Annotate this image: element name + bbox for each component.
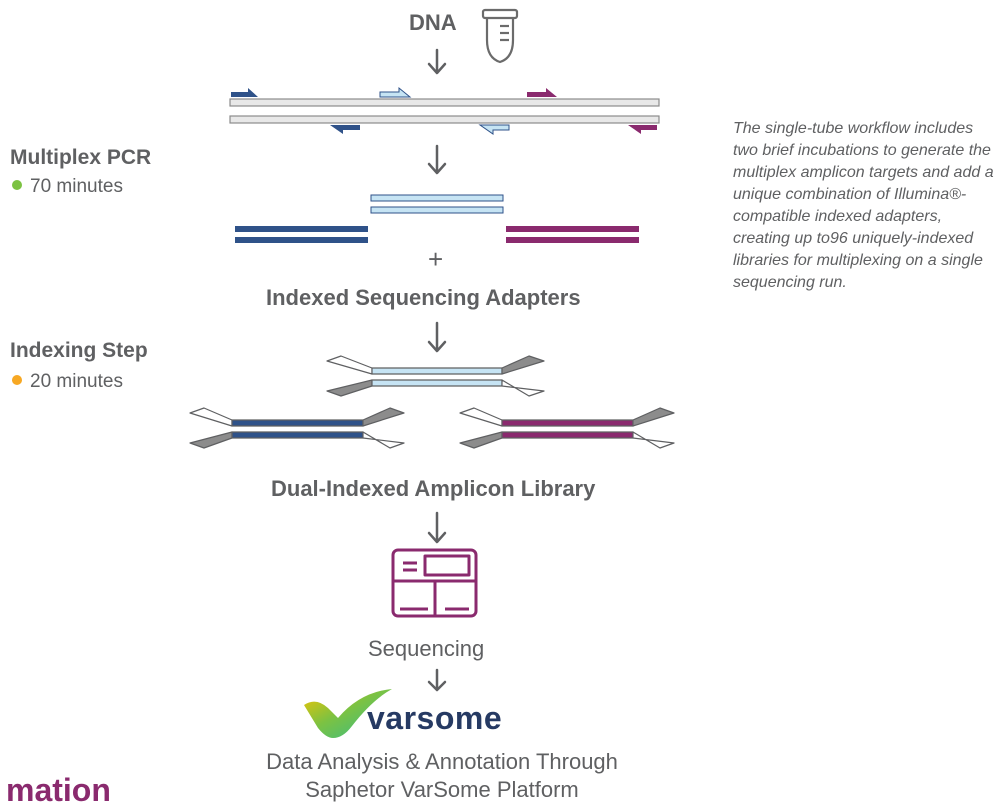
step-time-multiplex-pcr: 70 minutes [12,176,123,198]
status-dot-icon [12,179,22,190]
arrow-down-icon [427,668,447,692]
indexed-library-purple [459,407,675,449]
varsome-logo-icon [304,689,392,738]
step-time-text: 70 minutes [30,176,123,197]
amplicon-light-blue [370,194,504,214]
dna-label: DNA [409,10,457,35]
library-label: Dual-Indexed Amplicon Library [271,476,596,501]
arrow-down-icon [427,321,447,353]
reverse-primers [330,124,657,135]
indexed-adapters-label: Indexed Sequencing Adapters [266,285,581,310]
step-title-indexing: Indexing Step [10,339,148,362]
step-time-indexing: 20 minutes [12,371,123,393]
dna-template-strands [229,98,660,124]
tube-icon [481,8,519,64]
plus-sign: + [428,244,444,274]
step-time-text: 20 minutes [30,371,123,392]
analysis-line: Saphetor VarSome Platform [305,777,579,802]
arrow-down-icon [427,511,447,544]
cut-off-heading: mation [6,772,111,808]
workflow-note: The single-tube workflow includes two br… [733,120,994,291]
amplicon-navy [235,226,368,243]
indexed-library-light-blue [326,355,545,397]
amplicon-purple [506,226,639,243]
sequencing-label: Sequencing [368,636,485,661]
indexed-library-navy [189,407,405,449]
step-title-multiplex-pcr: Multiplex PCR [10,146,152,169]
arrow-down-icon [427,144,447,175]
varsome-wordmark: varsome [367,700,503,736]
forward-primers [231,86,557,98]
analysis-line: Data Analysis & Annotation Through [266,749,618,774]
arrow-down-icon [427,48,447,75]
status-dot-icon [12,374,22,385]
sequencer-icon [391,548,478,618]
analysis-caption: Data Analysis & Annotation Through Saphe… [232,748,652,804]
